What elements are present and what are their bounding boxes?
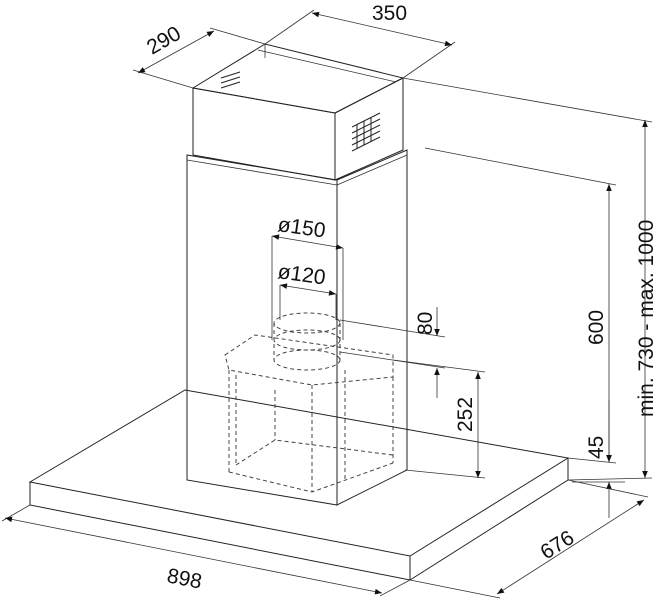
label-898: 898 — [165, 564, 204, 593]
label-total-height: min. 730 - max. 1000 — [635, 220, 658, 417]
dim-total-height: min. 730 - max. 1000 — [635, 120, 658, 478]
vent-grille-left — [220, 71, 241, 89]
hidden-duct — [273, 312, 341, 371]
canopy — [28, 389, 570, 581]
dim-flange-height: 80 — [339, 307, 446, 398]
hidden-motor-box — [224, 334, 394, 493]
dim-depth-top: 290 — [132, 22, 266, 89]
dim-canopy-thickness: 45 — [572, 400, 625, 518]
label-350: 350 — [372, 2, 407, 25]
label-dia-120: ø120 — [276, 260, 327, 289]
dim-canopy-width: 898 — [1, 504, 411, 597]
label-252: 252 — [454, 397, 477, 432]
dim-canopy-depth: 676 — [409, 479, 649, 599]
label-45: 45 — [585, 436, 608, 459]
label-80: 80 — [414, 312, 437, 335]
label-676: 676 — [536, 526, 578, 564]
dim-duct-inner: ø120 — [276, 260, 337, 320]
label-600: 600 — [585, 310, 608, 345]
label-290: 290 — [143, 22, 185, 59]
vent-grille-right — [351, 112, 381, 152]
dim-motor-height: 252 — [392, 359, 486, 479]
dim-width-top: 350 — [264, 2, 456, 79]
dim-chimney-height: 600 — [402, 77, 653, 481]
